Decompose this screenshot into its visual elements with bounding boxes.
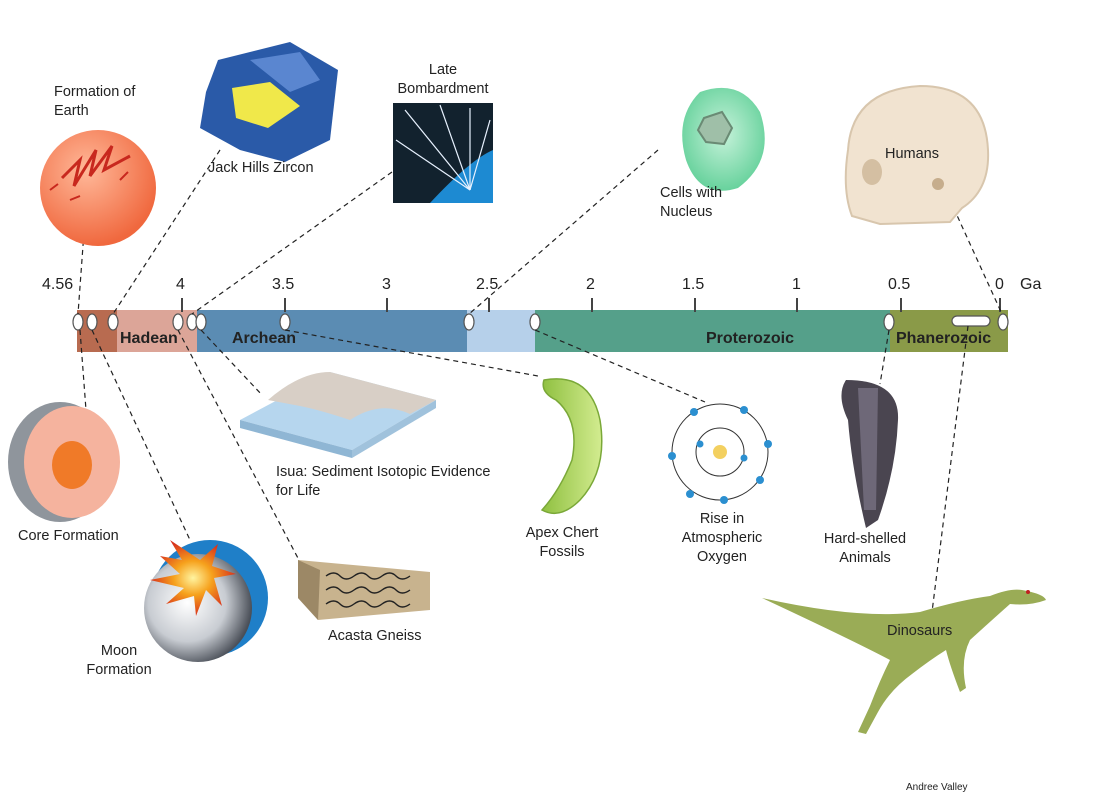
tick-marks bbox=[181, 298, 1001, 312]
tick-0.5: 0.5 bbox=[888, 276, 911, 293]
isua-block-icon bbox=[240, 372, 436, 458]
label-oxygen: Rise in Atmospheric Oxygen bbox=[681, 511, 763, 565]
era-bar bbox=[77, 310, 1008, 352]
label-jack-hills-zircon: Jack Hills Zircon bbox=[208, 160, 314, 176]
cell-icon bbox=[682, 87, 765, 191]
label-apex-chert: Apex Chert Fossils bbox=[525, 525, 599, 560]
fossil-worm-icon bbox=[540, 378, 603, 515]
label-dinosaurs: Dinosaurs bbox=[887, 623, 953, 639]
dinosaur-icon bbox=[762, 589, 1046, 734]
label-hard-shelled: Hard-shelled Animals bbox=[823, 531, 907, 566]
leader-lines bbox=[77, 149, 1003, 613]
tick-1: 1 bbox=[792, 276, 801, 293]
credit: Andree Valley bbox=[906, 782, 968, 793]
era-hadean: Hadean bbox=[120, 330, 178, 347]
label-late-bombardment: Late Bombardment bbox=[397, 62, 489, 97]
oxygen-atom-icon bbox=[668, 403, 772, 504]
earth-formation-icon bbox=[40, 130, 156, 246]
era-phanerozoic: Phanerozoic bbox=[896, 330, 992, 347]
tick-2.5: 2.5 bbox=[476, 276, 499, 293]
zircon-crystal-icon bbox=[200, 42, 338, 162]
archean-band bbox=[197, 310, 467, 352]
era-archean: Archean bbox=[232, 330, 297, 347]
label-acasta-gneiss: Acasta Gneiss bbox=[328, 628, 422, 644]
label-cells-with-nucleus: Cells with Nucleus bbox=[660, 185, 723, 220]
tick-0: 0 bbox=[995, 276, 1004, 293]
label-core-formation: Core Formation bbox=[18, 528, 119, 544]
tick-3.5: 3.5 bbox=[272, 276, 295, 293]
bombardment-icon bbox=[393, 103, 493, 203]
tick-3: 3 bbox=[382, 276, 391, 293]
event-markers bbox=[72, 313, 1009, 331]
scale-unit: Ga bbox=[1020, 276, 1042, 293]
archean-light-band bbox=[467, 310, 535, 352]
moon-formation-icon bbox=[144, 540, 268, 662]
label-humans: Humans bbox=[885, 146, 939, 162]
tick-1.5: 1.5 bbox=[682, 276, 705, 293]
era-proterozoic: Proterozoic bbox=[706, 330, 795, 347]
core-formation-icon bbox=[8, 402, 120, 522]
hadean-band bbox=[117, 310, 197, 352]
tick-2: 2 bbox=[586, 276, 595, 293]
skull-icon bbox=[844, 84, 990, 226]
label-formation-of-earth: Formation of Earth bbox=[54, 84, 136, 119]
gneiss-block-icon bbox=[298, 560, 430, 620]
proterozoic-band bbox=[535, 310, 890, 352]
tick-4.56: 4.56 bbox=[42, 276, 74, 293]
label-moon-formation: Moon Formation bbox=[86, 643, 152, 678]
tick-4: 4 bbox=[176, 276, 185, 293]
label-isua: Isua: Sediment Isotopic Evidence for Lif… bbox=[276, 464, 491, 499]
trilobite-icon bbox=[841, 380, 899, 528]
